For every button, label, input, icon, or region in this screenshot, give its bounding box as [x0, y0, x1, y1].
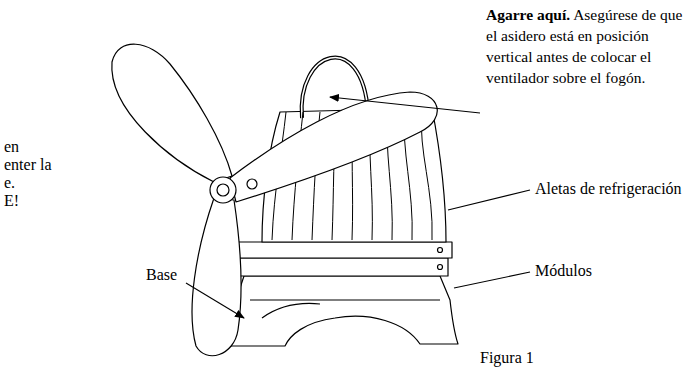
module-plate	[226, 242, 452, 258]
cropped-text: enter la	[4, 154, 52, 175]
cooling-fin	[421, 112, 432, 240]
cropped-text: e.	[4, 172, 15, 193]
leader-line	[186, 283, 244, 318]
figure-caption: Figura 1	[480, 347, 534, 368]
screw	[438, 265, 443, 270]
handle-note: Agarre aquí. Asegúrese de que el asidero…	[486, 4, 689, 88]
leader-line	[454, 272, 530, 288]
part-label: Aletas de refrigeración	[535, 178, 682, 199]
part-label: Módulos	[535, 260, 592, 281]
fan-hub	[210, 177, 236, 203]
fan-blade	[192, 198, 241, 356]
fan-blade	[112, 44, 232, 182]
cropped-text: en	[4, 136, 19, 157]
cropped-text: E!	[4, 190, 19, 211]
part-label: Base	[146, 264, 177, 285]
fan-blade	[230, 92, 437, 202]
note-heading: Agarre aquí.	[486, 6, 570, 23]
base-rib	[250, 300, 440, 318]
module-plate	[232, 258, 448, 276]
leader-line	[330, 97, 480, 113]
leader-line	[448, 190, 530, 210]
screw	[438, 248, 443, 253]
fan-hub	[217, 184, 229, 196]
fan-nut	[247, 179, 257, 189]
